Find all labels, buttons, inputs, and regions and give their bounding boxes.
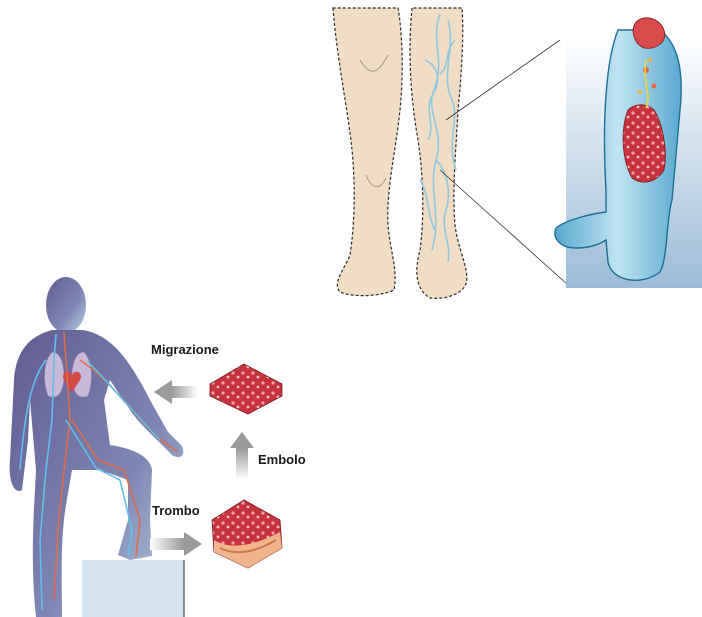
arrow-right-icon [150,532,202,556]
embolus-label: Embolo [258,452,306,467]
step-box [82,560,184,617]
embolus-clot-icon [210,364,282,414]
arrow-left-icon [154,380,198,404]
migration-label: Migrazione [151,342,219,357]
legs-illustration [333,8,568,298]
thrombus-clot-icon [212,500,282,568]
vein-zoom-icon [555,18,702,288]
thrombus-label: Trombo [152,503,200,518]
figure-head [46,277,86,333]
arrow-up-icon [230,432,254,480]
left-leg [333,8,402,296]
zoom-clot-top [633,18,665,48]
human-figure [10,277,184,617]
